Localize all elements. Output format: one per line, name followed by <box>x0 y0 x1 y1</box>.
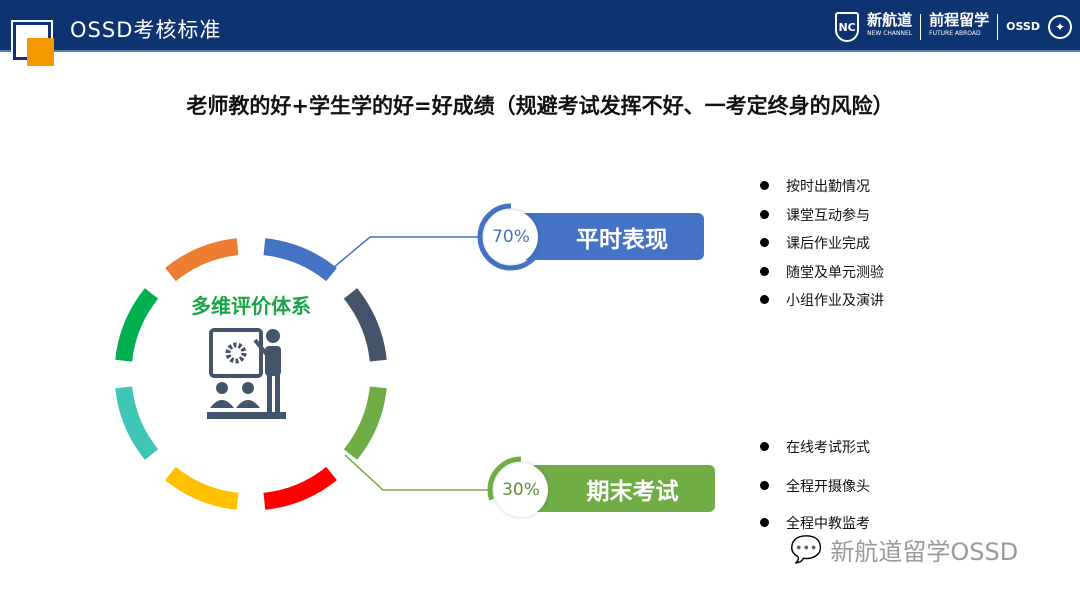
regular-performance-pill: 平时表现 <box>520 213 704 260</box>
ring-segment-green <box>343 386 387 460</box>
divider <box>997 14 999 40</box>
regular-percent: 70% <box>484 210 538 264</box>
ring-segment-yellow <box>165 466 239 510</box>
watermark-text: 新航道留学OSSD <box>830 538 1019 566</box>
center-label: 多维评价体系 <box>191 294 311 318</box>
connector-line-final <box>344 454 492 491</box>
main-title: 老师教的好+学生学的好=好成绩（规避考试发挥不好、一考定终身的风险） <box>186 94 894 118</box>
list-item: 随堂及单元测验 <box>760 262 884 282</box>
ring-segment-blue <box>263 238 337 282</box>
final-exam-pill: 期末考试 <box>530 465 715 512</box>
list-item: 课堂互动参与 <box>760 205 870 225</box>
regular-progress-arc <box>477 203 545 271</box>
wechat-icon: 💬 <box>790 534 823 565</box>
final-progress-arc <box>487 456 555 524</box>
final-percent: 30% <box>494 463 548 517</box>
divider <box>920 14 922 40</box>
list-item: 小组作业及演讲 <box>760 290 884 310</box>
ring-segment-teal <box>115 386 159 460</box>
list-item: 全程开摄像头 <box>760 476 870 496</box>
ring-segment-dark-gray <box>343 288 387 362</box>
ring-segment-orange <box>165 238 239 282</box>
list-item: 在线考试形式 <box>760 437 870 457</box>
connector-line-regular <box>332 236 480 269</box>
ring-segment-red <box>263 466 337 510</box>
list-item: 全程中教监考 <box>760 513 870 533</box>
ring-segment-green-left <box>115 288 159 362</box>
list-item: 课后作业完成 <box>760 233 870 253</box>
watermark: 💬 新航道留学OSSD <box>790 532 1018 567</box>
header-title: OSSD考核标准 <box>70 18 222 42</box>
maple-leaf-icon: ✦ <box>1048 15 1072 39</box>
ossd-logo: OSSD <box>1006 20 1040 33</box>
nc-shield-icon: NC <box>835 12 860 42</box>
decor-square-orange <box>27 38 54 66</box>
list-item: 按时出勤情况 <box>760 176 870 196</box>
teacher-presentation-icon <box>207 328 286 419</box>
